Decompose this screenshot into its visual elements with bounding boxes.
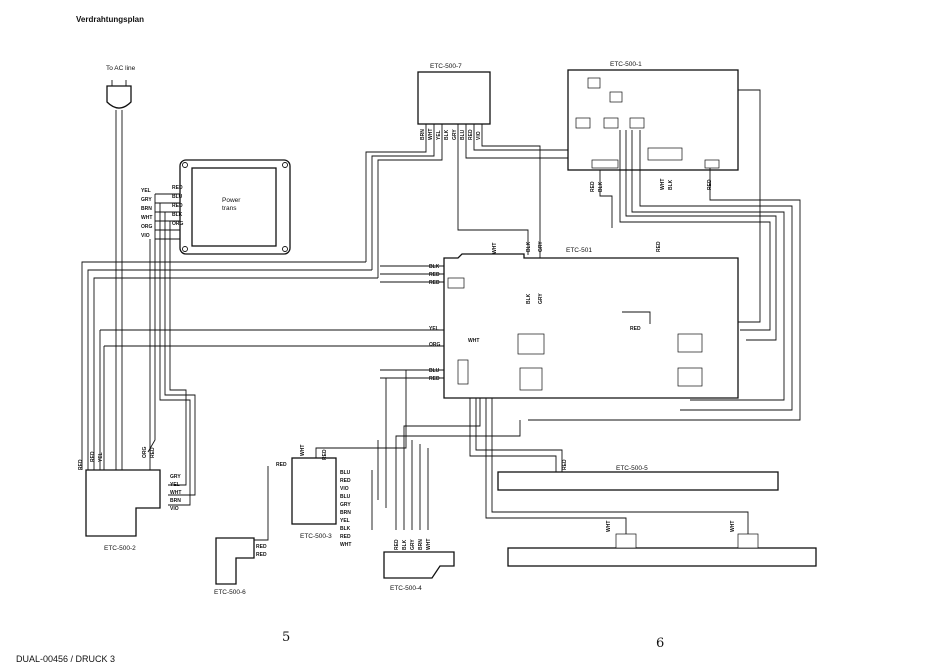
etc-501-board xyxy=(443,253,739,399)
wire-label: RED xyxy=(276,462,287,468)
etc-500-4-board xyxy=(383,551,455,579)
wire-label: RED xyxy=(630,326,641,332)
wire-label: WHT xyxy=(606,521,612,532)
wire-label: RED xyxy=(150,447,156,458)
wire-label: ORG xyxy=(172,221,184,227)
wire-label: WHT xyxy=(426,539,432,550)
wire-label: RED xyxy=(656,241,662,252)
wire-label: RED xyxy=(322,449,328,460)
wire-label: WHT xyxy=(170,490,181,496)
wire-label: BLK xyxy=(598,181,604,192)
page-title: Verdrahtungsplan xyxy=(76,15,145,24)
wire-label: GRY xyxy=(538,241,544,252)
footer-document-id: DUAL-00456 / DRUCK 3 xyxy=(16,654,116,664)
wire-label: ORG xyxy=(429,342,441,348)
wire-label: BLK xyxy=(172,212,183,218)
wire-label: RED xyxy=(468,129,474,140)
wire-label: BRN xyxy=(340,510,351,516)
wire-label: WHT xyxy=(340,542,351,548)
wire-label: WHT xyxy=(141,215,152,221)
etc-500-3-label: ETC-500-3 xyxy=(300,533,332,540)
wire-label: GRY xyxy=(340,502,351,508)
wire-label: BRN xyxy=(418,539,424,550)
wire-label: RED xyxy=(172,203,183,209)
wire-label: VIO xyxy=(476,131,482,140)
wire-label: RED xyxy=(429,376,440,382)
wire-label: RED xyxy=(172,185,183,191)
wire-label: GRY xyxy=(538,293,544,304)
transformer-label-line1: Power xyxy=(222,197,241,204)
bottom-display-board xyxy=(507,547,817,567)
wire-label: VIO xyxy=(340,486,349,492)
wire-label: BLK xyxy=(526,241,532,252)
handwritten-page-number: 5 xyxy=(282,630,291,645)
etc-500-4-label: ETC-500-4 xyxy=(390,585,422,592)
wire-label: WHT xyxy=(492,243,498,254)
wire-label: YEL xyxy=(340,518,350,524)
wire-label: RED xyxy=(590,181,596,192)
wire-label: BLK xyxy=(402,539,408,550)
wire-label: BLU xyxy=(340,470,351,476)
etc-500-3-board xyxy=(291,457,337,525)
wire-label: ORG xyxy=(142,447,148,459)
ac-line-label: To AC line xyxy=(106,65,136,72)
wire-label: BLK xyxy=(340,526,351,532)
wire-label: BLU xyxy=(340,494,351,500)
wire-label: RED xyxy=(562,459,568,470)
etc-501-label: ETC-501 xyxy=(566,247,592,254)
etc-500-6-board xyxy=(215,537,255,585)
wire-label: WHT xyxy=(300,445,306,456)
wire-label: BRN xyxy=(141,206,152,212)
etc-500-1-label: ETC-500-1 xyxy=(610,61,642,68)
wire-label: ORG xyxy=(141,224,153,230)
etc-500-6-label: ETC-500-6 xyxy=(214,589,246,596)
wire-label: RED xyxy=(78,459,84,470)
etc-500-7-label: ETC-500-7 xyxy=(430,63,462,70)
wire-label: RED xyxy=(340,478,351,484)
wire-label: RED xyxy=(429,280,440,286)
wire-label: YEL xyxy=(98,452,104,462)
wire-label: GRY xyxy=(170,474,181,480)
wire-label: YEL xyxy=(429,326,439,332)
wire-label: GRY xyxy=(141,197,152,203)
wire-label: RED xyxy=(256,552,267,558)
wire-label: BRN xyxy=(420,129,426,140)
wire-label: WHT xyxy=(730,521,736,532)
wire-label: VIO xyxy=(170,506,179,512)
wire-label: RED xyxy=(90,451,96,462)
wire-label: BLK xyxy=(668,179,674,190)
etc-500-5-board xyxy=(497,471,779,491)
wire-label: GRY xyxy=(410,539,416,550)
wire-label: BLK xyxy=(526,293,532,304)
wire-label: BLU xyxy=(172,194,183,200)
etc-500-2-board xyxy=(85,469,161,537)
etc-500-7-board xyxy=(417,71,491,125)
wire-label: BLU xyxy=(429,368,440,374)
wire-label: BLU xyxy=(460,129,466,140)
wire-label: RED xyxy=(429,272,440,278)
wire-label: WHT xyxy=(428,129,434,140)
etc-500-2-label: ETC-500-2 xyxy=(104,545,136,552)
wire-label: VIO xyxy=(141,233,150,239)
wire-label: BLK xyxy=(444,129,450,140)
wire-label: WHT xyxy=(660,179,666,190)
ac-plug xyxy=(106,80,141,503)
wire-label: RED xyxy=(256,544,267,550)
wire-label: WHT xyxy=(468,338,479,344)
wire-label: GRY xyxy=(452,129,458,140)
power-transformer xyxy=(179,159,291,255)
wire-label: YEL xyxy=(170,482,180,488)
wire-label: YEL xyxy=(436,130,442,140)
handwritten-page-number: 6 xyxy=(656,636,665,651)
wire-label: RED xyxy=(340,534,351,540)
wire-label: YEL xyxy=(141,188,151,194)
wire-label: BLK xyxy=(429,264,440,270)
transformer-label-line2: trans xyxy=(222,205,237,212)
etc-500-5-label: ETC-500-5 xyxy=(616,465,648,472)
wire-label: RED xyxy=(394,539,400,550)
wire-label: BRN xyxy=(170,498,181,504)
